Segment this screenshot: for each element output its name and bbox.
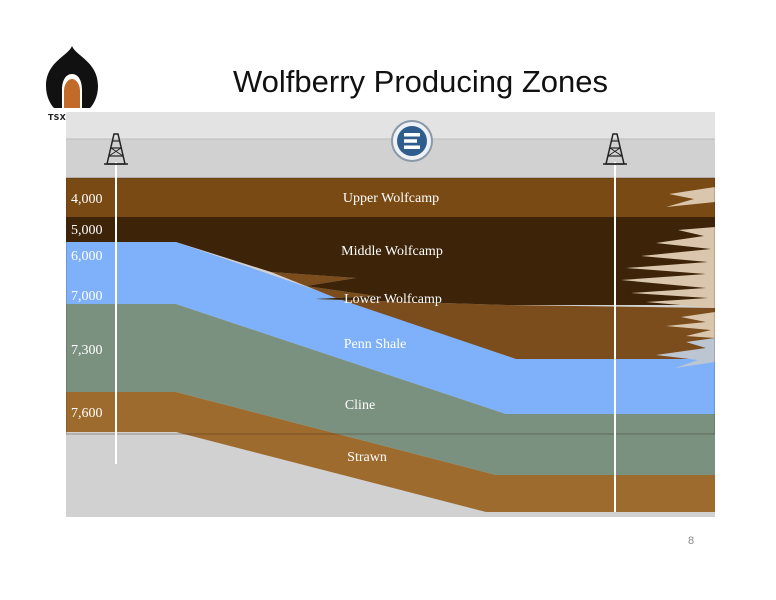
zone-label-cline: Cline — [345, 398, 375, 413]
depth-label-5000: 5,000 — [71, 223, 103, 238]
upper-facies-wedge — [666, 187, 715, 207]
left-derrick-icon — [104, 133, 128, 165]
right-facies-wedge — [621, 227, 715, 308]
depth-label-4000: 4,000 — [71, 192, 103, 207]
zone-label-penn-shale: Penn Shale — [344, 337, 407, 352]
top-strip — [66, 112, 715, 139]
company-logo — [46, 46, 98, 108]
cross-section-diagram: 4,000 5,000 6,000 7,000 7,300 7,600 Uppe… — [66, 112, 715, 517]
penn-shale-layer — [66, 242, 715, 414]
logo-dome-icon — [46, 46, 98, 108]
center-emblem-icon — [391, 120, 433, 162]
upper-wolfcamp-layer — [66, 178, 715, 217]
right-derrick-icon — [603, 133, 627, 165]
depth-label-6000: 6,000 — [71, 249, 103, 264]
penn-facies-wedge — [656, 338, 715, 368]
zone-label-upper-wolfcamp: Upper Wolfcamp — [343, 191, 439, 206]
page-number: 8 — [688, 535, 695, 547]
middle-wolfcamp-layer — [66, 217, 715, 305]
strawn-layer — [66, 392, 715, 512]
depth-label-7600: 7,600 — [71, 406, 103, 421]
page-title: Wolfberry Producing Zones — [232, 64, 609, 99]
zone-label-lower-wolfcamp: Lower Wolfcamp — [344, 292, 442, 307]
depth-label-7300: 7,300 — [71, 343, 103, 358]
depth-label-7000: 7,000 — [71, 289, 103, 304]
lower-wolfcamp-layer — [271, 272, 715, 359]
cline-layer — [66, 304, 715, 475]
lower-facies-wedge — [666, 312, 715, 338]
zone-label-strawn: Strawn — [347, 450, 387, 465]
zone-label-middle-wolfcamp: Middle Wolfcamp — [341, 244, 443, 259]
logo-flame-icon — [64, 79, 80, 108]
